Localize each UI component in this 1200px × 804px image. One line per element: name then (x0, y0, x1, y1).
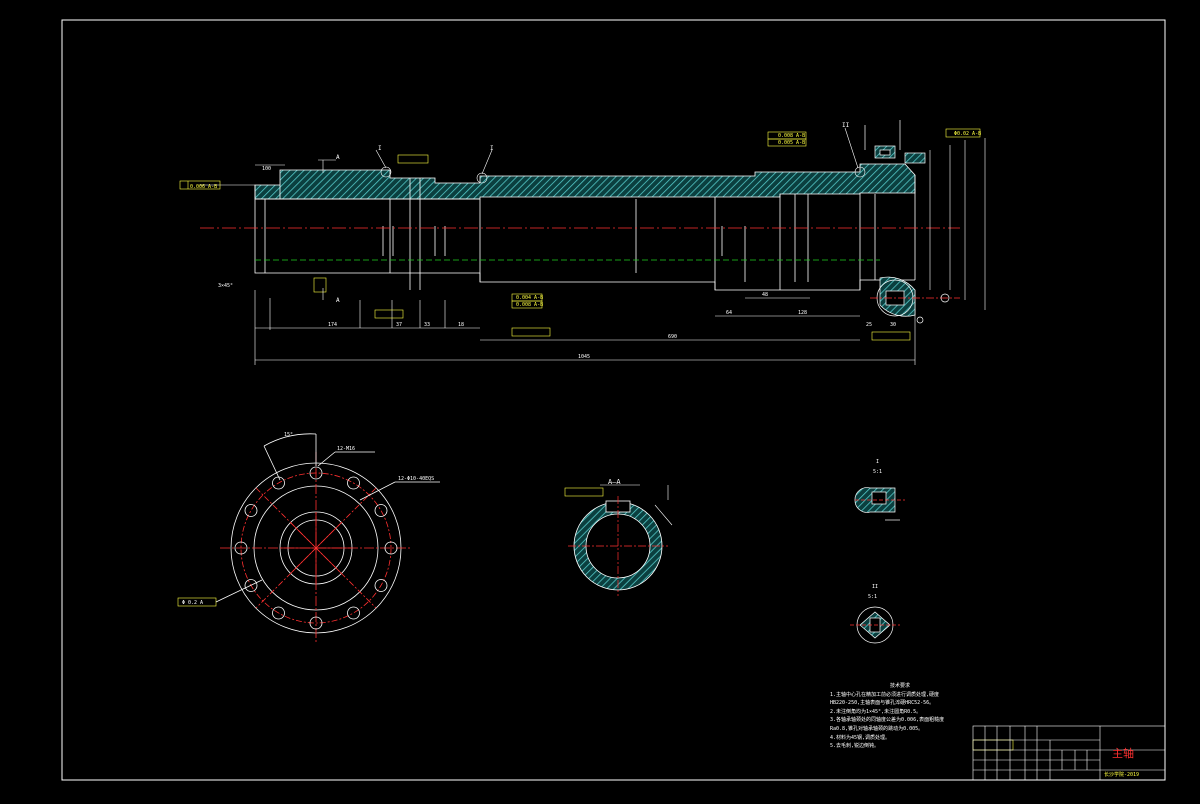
flange-end-view (215, 433, 440, 644)
detail-2-label: II (872, 584, 878, 590)
shaft-main-view (254, 163, 916, 291)
tech-note-line: HB220-250,主轴表面与锥孔淬硬HRC52-56。 (830, 700, 935, 707)
dim-174: 174 (328, 322, 337, 328)
detail-1-view (854, 487, 905, 521)
svg-text:I: I (378, 145, 382, 152)
end-detail (870, 276, 960, 324)
tol-label-position: Φ0.02 A-B (954, 131, 981, 137)
tech-note-line: 3.各轴承轴颈处的同轴度公差为0.006,表面粗糙度 (830, 717, 945, 724)
tol-label-runout-2: 0.008 A-B (778, 133, 805, 139)
tech-note-line: Ra0.8,锥孔对轴承轴颈的跳动为0.005。 (830, 725, 924, 732)
svg-text:II: II (842, 122, 850, 129)
dim-chamfer: 3×45° (218, 283, 233, 289)
bc-label: Φ 0.2 A (182, 600, 203, 606)
tech-note-line: 5.去毛刺,锐边倒钝。 (830, 743, 880, 750)
technical-notes-title: 技术要求 (889, 683, 910, 689)
detail-1-label: I (876, 459, 879, 465)
tol-label-runout-3: 0.005 A-B (778, 140, 805, 146)
svg-text:I: I (490, 145, 494, 152)
title-part-name: 主轴 (1112, 746, 1134, 760)
technical-notes: 技术要求 1.主轴中心孔在精加工前必须进行调质处理,硬度 HB220-250,主… (830, 682, 980, 751)
tolerance-frames (177, 128, 1014, 751)
shaft-hatch-section (254, 163, 916, 200)
dim-37: 37 (396, 322, 402, 328)
dimension-lines (200, 138, 986, 365)
flange-top-detail (864, 120, 926, 164)
dim-25: 25 (866, 322, 872, 328)
detail-2-scale: 5:1 (868, 594, 877, 600)
dim-30: 30 (890, 322, 896, 328)
dim-48: 48 (762, 292, 768, 298)
detail-2-view (850, 606, 900, 644)
title-subtitle: 长沙学院-2019 (1104, 771, 1139, 778)
section-a-a (568, 484, 673, 596)
dim-33: 33 (424, 322, 430, 328)
tol-label-circ: 0.008 A-B (516, 302, 543, 308)
dim-64: 64 (726, 310, 732, 316)
title-block (972, 725, 1166, 781)
dim-128: 128 (798, 310, 807, 316)
dim-18: 18 (458, 322, 464, 328)
angle-label: 15° (284, 432, 293, 438)
dim-100: 100 (262, 166, 271, 172)
svg-text:A: A (336, 154, 340, 161)
svg-text:A: A (336, 297, 340, 304)
detail-1-scale: 5:1 (873, 469, 882, 475)
tech-note-line: 1.主轴中心孔在精加工前必须进行调质处理,硬度 (830, 691, 940, 698)
tol-label-flatness: 0.004 A-B (516, 295, 543, 301)
drawing-border (61, 19, 1166, 781)
dim-overall-length: 1045 (578, 354, 590, 360)
tech-note-line: 2.未注倒角均为1×45°,未注圆角R0.5。 (830, 708, 922, 715)
dim-690: 690 (668, 334, 677, 340)
holes-label: 12-M16 (337, 446, 355, 452)
tol-label-runout-1: 0.006 A-B (190, 184, 217, 190)
section-label: A—A (608, 478, 621, 486)
threads-label: 12-Φ10-40EQS (398, 476, 434, 482)
tech-note-line: 4.材料为45钢,调质处理。 (830, 734, 891, 741)
